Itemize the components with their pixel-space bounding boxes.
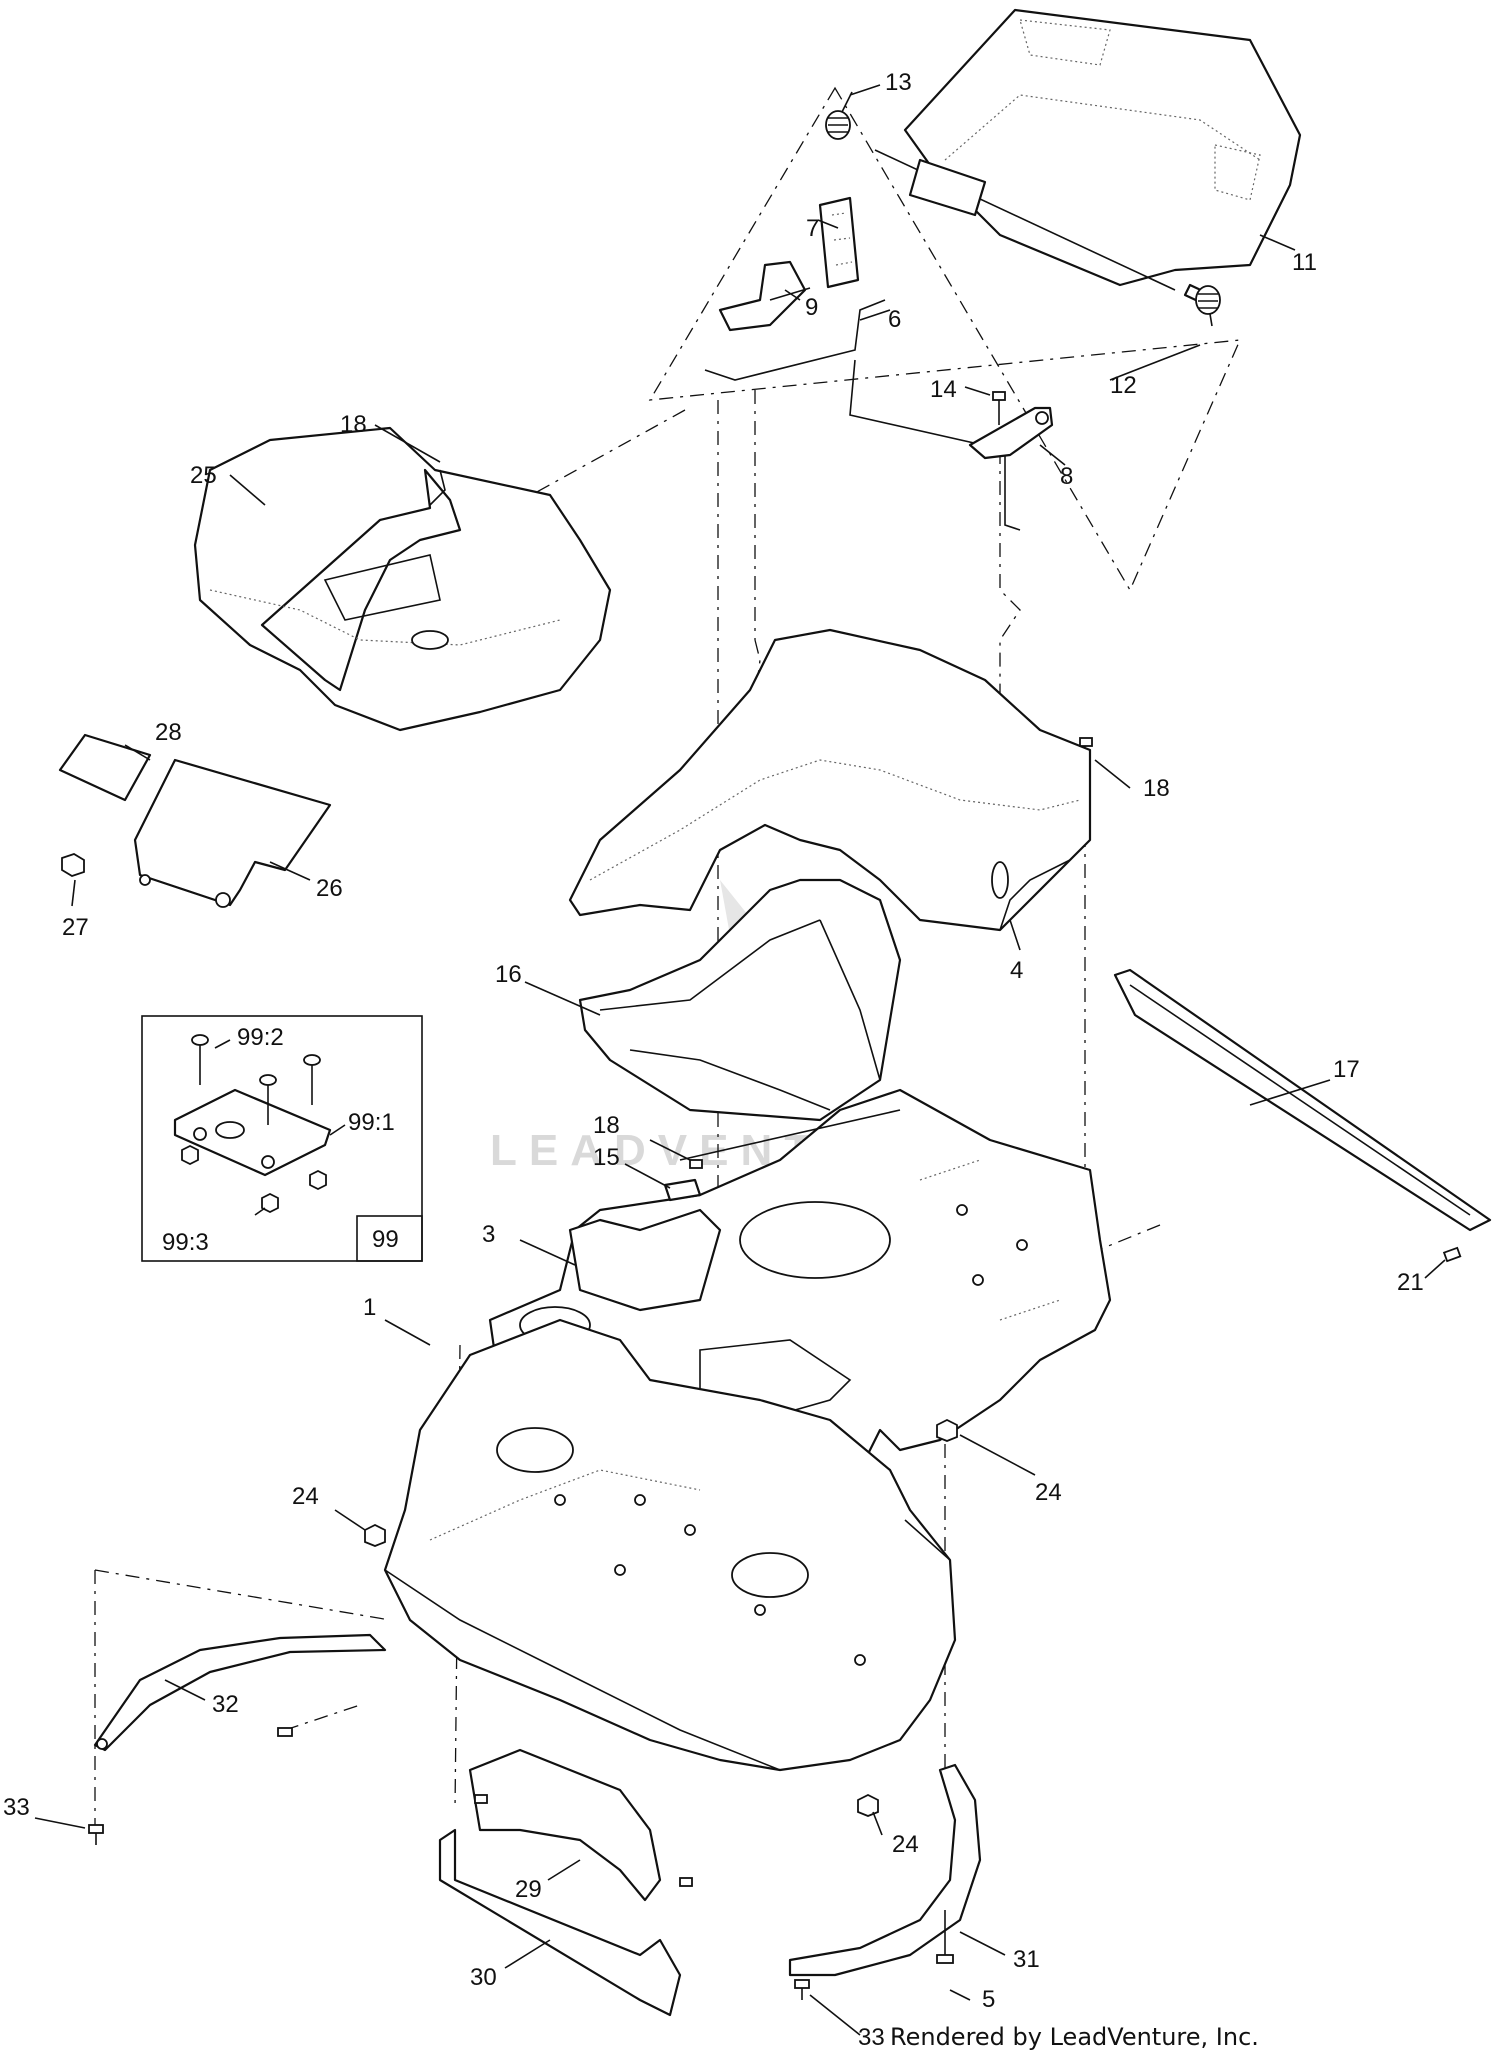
callout-18-upper: 18 [1143,775,1170,802]
callout-14: 14 [930,376,957,403]
callout-25: 25 [190,462,217,489]
callout-5: 5 [982,1986,995,2013]
callout-32: 32 [212,1691,239,1718]
callout-6: 6 [888,306,901,333]
callout-labels: 13 7 11 9 6 12 14 8 18 25 18 28 26 27 4 … [3,69,1424,2051]
part-28-plate [58,733,152,802]
part-16-chute [578,878,902,1122]
screw-18-upper [1079,737,1093,747]
callout-28: 28 [155,719,182,746]
callout-24-frame: 24 [1035,1479,1062,1506]
callout-33-right: 33 [858,2024,885,2051]
bracket-15 [663,1178,702,1202]
part-31-belt-guard [788,1763,982,1977]
callout-8: 8 [1060,463,1073,490]
callout-29: 29 [515,1876,542,1903]
callout-13: 13 [885,69,912,96]
callout-99-2: 99:2 [237,1024,284,1051]
callout-18-seat: 18 [340,411,367,438]
leader-lines [34,84,1446,2036]
callout-12: 12 [1110,372,1137,399]
nut-24-lower [857,1793,879,1817]
kit-box-99: 99 99:2 99:1 99:3 [141,1015,423,1262]
callout-27: 27 [62,914,89,941]
nut-24-deck [364,1523,386,1547]
part-26-plate [133,758,332,908]
spring-12 [1195,285,1221,327]
callout-18-frame: 18 [593,1112,620,1139]
callout-21: 21 [1397,1269,1424,1296]
callout-31: 31 [1013,1946,1040,1973]
screw-18-frame [689,1159,703,1169]
callout-99-1: 99:1 [348,1109,395,1136]
callout-26: 26 [316,875,343,902]
part-6-rod [704,299,1021,531]
part-17-rail [1113,968,1492,1232]
spring-13 [825,91,853,140]
part-29-guard [468,1748,662,1902]
bracket-9 [718,260,811,332]
callout-15: 15 [593,1144,620,1171]
part-7-grip [818,196,860,289]
part-11-cover [874,8,1302,304]
callout-33-left: 33 [3,1794,30,1821]
callout-99-3: 99:3 [162,1229,209,1256]
bolt-5 [936,1910,954,1964]
nut-24-frame [936,1418,958,1442]
callout-17: 17 [1333,1056,1360,1083]
bolt-left-guard [277,1727,293,1737]
callout-7: 7 [806,215,819,242]
bolt-33-left [88,1824,104,1845]
callout-24-lower: 24 [892,1831,919,1858]
part-32-belt-guard [93,1633,387,1752]
bolt-guard-left [474,1794,488,1804]
part-30-guard [438,1828,682,2017]
callout-11: 11 [1292,249,1317,276]
screw-21 [1442,1246,1462,1263]
part-4-upper-body [568,628,1092,932]
kit-box-label: 99 [372,1226,399,1253]
bolt-guard-right [679,1877,693,1887]
callout-24-deck: 24 [292,1483,319,1510]
nut-27 [61,853,85,877]
callout-4: 4 [1010,957,1023,984]
callout-16: 16 [495,961,522,988]
bolt-33-right [794,1979,810,2000]
part-1-deck [383,1318,957,1772]
callout-9: 9 [805,294,818,321]
screw-14 [992,391,1006,425]
render-credit: Rendered by LeadVenture, Inc. [890,2023,1259,2051]
part-25-seat-cover [193,426,612,732]
bracket-8 [968,406,1054,460]
callout-1: 1 [363,1294,376,1321]
callout-3: 3 [482,1221,495,1248]
callout-30: 30 [470,1964,497,1991]
